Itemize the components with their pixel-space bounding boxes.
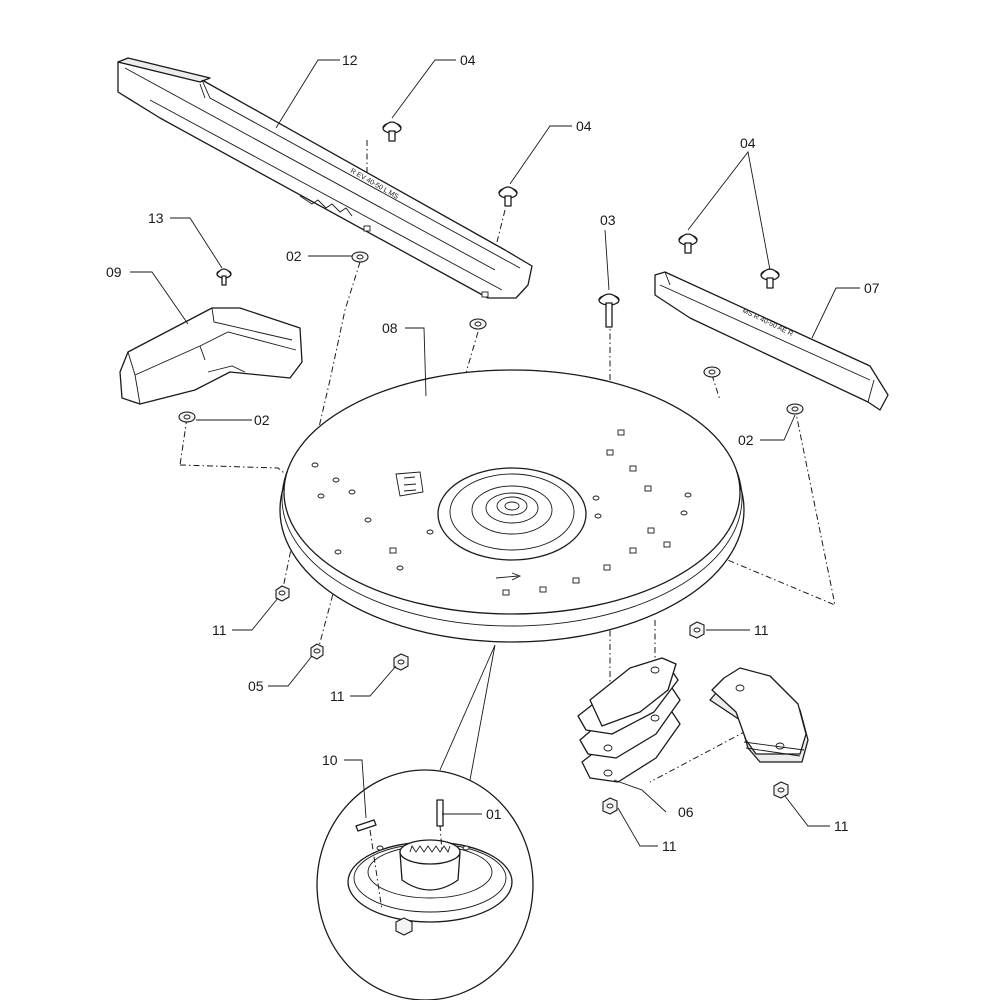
- callout-05: 05: [248, 678, 264, 694]
- cutter-stack-right: [709, 667, 809, 763]
- bolt-04-b: [498, 186, 518, 207]
- callout-02-b: 02: [254, 412, 270, 428]
- deflector-09: [119, 307, 303, 405]
- callout-08: 08: [382, 320, 398, 336]
- callout-02-c: 02: [738, 432, 754, 448]
- bolt-13: [216, 268, 232, 286]
- callout-04-b: 04: [576, 118, 592, 134]
- callout-04-a: 04: [460, 52, 476, 68]
- callout-10: 10: [322, 752, 338, 768]
- bolt-04-c: [678, 233, 698, 254]
- callout-04-c: 04: [740, 135, 756, 151]
- blade-left-12: R EV 40-50 L MS: [117, 57, 533, 299]
- bolt-04-a: [382, 121, 402, 142]
- callout-02-a: 02: [286, 248, 302, 264]
- callout-11-c: 11: [754, 622, 769, 638]
- bolts: [216, 121, 780, 328]
- washers-02: [178, 251, 804, 423]
- cutting-disc-08: [279, 369, 745, 643]
- hub-detail-view: [316, 644, 534, 1000]
- blade-left-hole-end: [481, 291, 489, 298]
- disc-holes: [311, 429, 692, 596]
- callout-11-b: 11: [330, 688, 345, 704]
- callout-07: 07: [864, 280, 880, 296]
- blade-left-hole: [363, 225, 371, 232]
- callout-11-d: 11: [662, 838, 677, 854]
- leader-lines: [130, 59, 860, 847]
- callout-12: 12: [342, 52, 358, 68]
- callout-13: 13: [148, 210, 164, 226]
- bolt-04-d: [760, 268, 780, 289]
- callout-06: 06: [678, 804, 694, 820]
- nuts: [275, 585, 789, 815]
- pin-01: [436, 799, 444, 827]
- callout-09: 09: [106, 264, 122, 280]
- cutter-stack-06: [577, 657, 681, 783]
- callout-11-e: 11: [834, 818, 849, 834]
- callout-03: 03: [600, 212, 616, 228]
- callout-labels: 12 04 04 04 03 13 09 02 02 02 07 08 11 0…: [106, 52, 880, 854]
- pin-10: [355, 819, 377, 832]
- blade-right-07: MS R 40-50 AE R: [654, 271, 889, 411]
- callout-11-a: 11: [212, 622, 227, 638]
- callout-01: 01: [486, 806, 502, 822]
- bolt-03: [598, 293, 620, 328]
